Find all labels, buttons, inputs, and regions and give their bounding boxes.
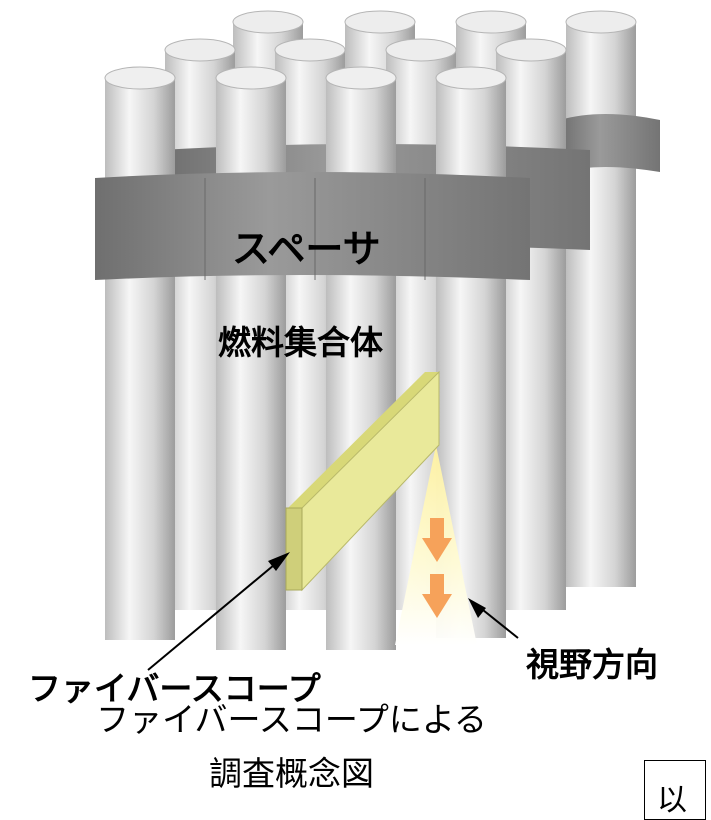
view-direction-leader-arrow xyxy=(468,598,519,639)
spacer-front xyxy=(95,172,530,280)
end-marker-box: 以 xyxy=(644,760,706,820)
fiberscope-shape xyxy=(285,370,440,592)
view-direction-label: 視野方向 xyxy=(526,645,658,684)
fuel-assembly-label: 燃料集合体 xyxy=(218,323,383,362)
fuel-rod xyxy=(565,10,637,587)
fiberscope-label: ファイバースコープ xyxy=(28,669,321,708)
fuel-rod xyxy=(495,38,567,610)
end-marker-text: 以 xyxy=(657,783,687,818)
caption-line-1: ファイバースコープによる xyxy=(96,700,487,739)
fuel-rod xyxy=(104,66,176,640)
spacer-label: スペーサ xyxy=(232,227,381,271)
view-direction-arrow xyxy=(422,574,452,618)
caption-line-2: 調査概念図 xyxy=(209,754,374,793)
fiberscope-leader-arrow xyxy=(147,552,290,671)
view-direction-arrow xyxy=(422,518,452,562)
